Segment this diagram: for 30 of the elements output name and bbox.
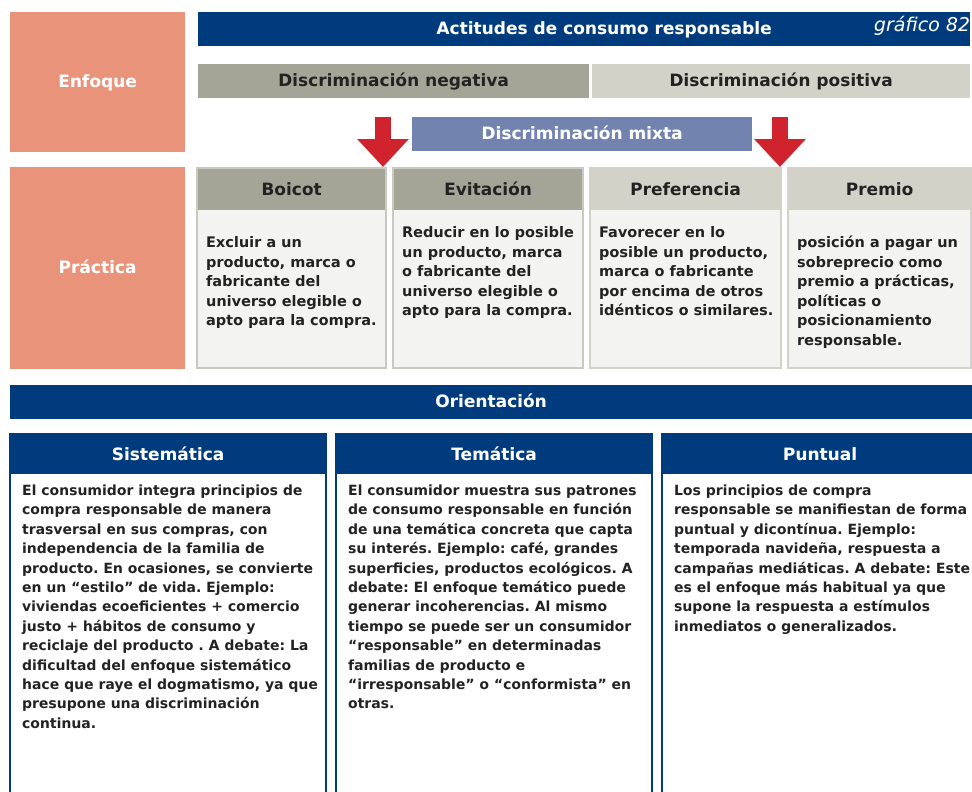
row-heading-box: Enfoque [10,12,185,152]
card-heading: Evitación [394,169,582,210]
card-text: Favorecer en lo posible un producto, marca o fabricante por encima de otros idénticos o similares. [599,224,774,321]
card-text: Excluir a un producto, marca o fabricante del universo elegible o apto para la compra. [206,234,378,331]
category-band: Discriminación mixta [412,117,752,151]
card-text: Reducir en lo posible un producto, marca o fabricante del universo elegible o apto para la compra. [402,224,575,321]
category-band: Discriminación negativa [198,64,589,98]
card-heading: Temática [337,435,651,474]
category-band: Discriminación positiva [592,64,970,98]
info-card [589,167,782,369]
card-heading: Boicot [198,169,385,210]
card-heading: Premio [789,169,970,210]
figure-number: gráfico 82 [872,14,971,36]
card-heading: Puntual [663,435,972,474]
info-card [392,167,584,369]
info-card [335,433,653,792]
section-band: Orientación [10,385,972,419]
card-heading: Preferencia [591,169,780,210]
card-text: Los principios de compra responsable se manifiestan de forma puntual y dicontínua. Ejemplo: temporada navideña, respuesta a campañas mediáticas. A debate: Este es el enfoque más habitual ya que supone la respuesta a estímulos inmediatos o generalizados. [674,482,971,637]
block-arrow [754,117,806,167]
row-heading-box: Práctica [10,167,185,369]
block-arrow [357,117,409,167]
card-text: El consumidor integra principios de compra responsable de manera trasversal en sus compras, con independencia de la familia de producto. En ocasiones, se convierte en un “estilo” de vida. Ejemplo: viviendas ecoeficientes + comercio justo + hábitos de consumo y reciclaje del producto . A debate: La dificultad del enfoque sistemático hace que raye el dogmatismo, ya que presupone una discriminación continua. [22,482,319,734]
card-text: posición a pagar un sobreprecio como premio a prácticas, políticas o posicionamiento responsable. [797,234,959,350]
info-card [661,433,972,792]
card-heading: Sistemática [11,435,325,474]
card-text: El consumidor muestra sus patrones de consumo responsable en función de una temática concreta que capta su interés. Ejemplo: café, grandes superficies, productos ecológicos. A debate: El enfoque temático puede generar incoherencias. Al mismo tiempo se puede ser un consumidor “responsable” en determinadas familias de producto e “irresponsable” o “conformista” en otras. [348,482,638,714]
info-card [9,433,327,792]
info-card [196,167,387,369]
info-card [787,167,972,369]
